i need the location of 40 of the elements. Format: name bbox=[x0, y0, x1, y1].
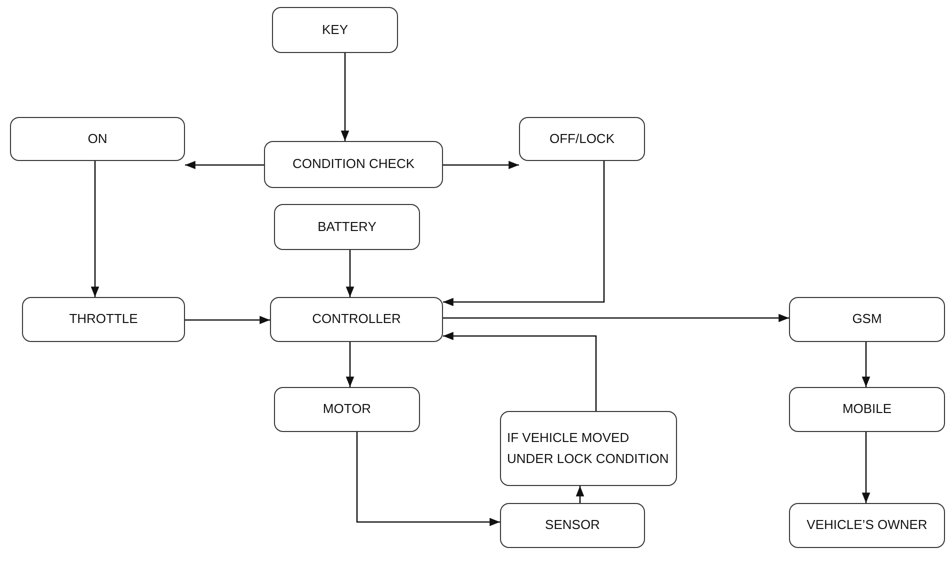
process-box bbox=[500, 411, 677, 486]
box-label: SENSOR bbox=[545, 516, 600, 534]
arrow bbox=[443, 161, 605, 306]
box-label: THROTTLE bbox=[69, 310, 138, 328]
arrow bbox=[443, 332, 597, 411]
box-label: OFF/LOCK bbox=[549, 130, 614, 148]
process-box bbox=[270, 297, 443, 342]
arrow bbox=[356, 432, 500, 526]
process-box bbox=[789, 387, 945, 432]
box-label: GSM bbox=[852, 310, 882, 328]
box-label: IF VEHICLE MOVED UNDER LOCK CONDITION bbox=[507, 429, 670, 468]
process-box bbox=[274, 387, 420, 432]
arrow bbox=[576, 486, 584, 503]
arrow bbox=[90, 161, 100, 297]
arrow bbox=[443, 160, 519, 170]
box-label: VEHICLE’S OWNER bbox=[806, 516, 928, 534]
arrow bbox=[862, 342, 870, 387]
arrow bbox=[443, 314, 789, 322]
box-label: CONDITION CHECK bbox=[292, 155, 415, 174]
arrow bbox=[346, 342, 354, 387]
box-label: MOTOR bbox=[322, 400, 372, 418]
box-label: ON bbox=[88, 130, 108, 148]
process-box bbox=[264, 141, 443, 188]
process-box bbox=[274, 204, 420, 250]
process-box bbox=[500, 503, 645, 548]
box-label: CONTROLLER bbox=[312, 310, 401, 328]
process-box bbox=[10, 117, 185, 161]
box-label: BATTERY bbox=[318, 218, 376, 236]
process-box bbox=[272, 7, 398, 53]
arrow bbox=[346, 250, 354, 297]
arrow bbox=[185, 160, 264, 170]
process-box bbox=[789, 297, 945, 342]
process-box bbox=[22, 297, 185, 342]
arrow bbox=[340, 53, 350, 141]
process-box bbox=[519, 117, 645, 161]
box-label: KEY bbox=[322, 20, 348, 39]
box-label: MOBILE bbox=[842, 400, 892, 418]
arrow bbox=[185, 316, 270, 324]
arrow bbox=[862, 432, 870, 503]
process-box bbox=[789, 503, 945, 548]
